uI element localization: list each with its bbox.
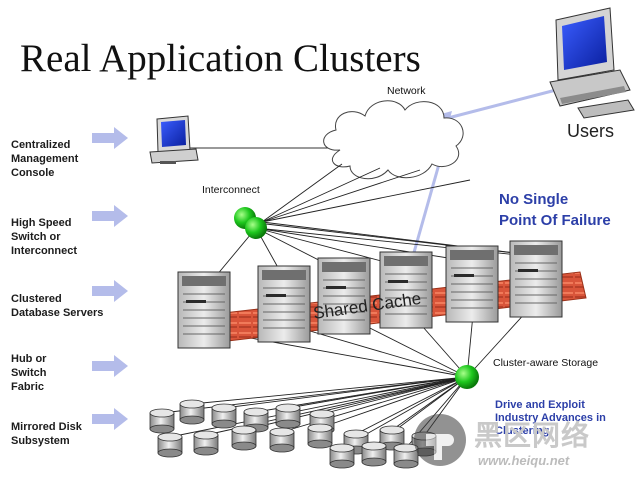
lbl-3-2: Fabric	[11, 381, 45, 393]
disk-icon	[243, 407, 269, 433]
disk-icon	[269, 427, 295, 453]
server-icon	[509, 240, 563, 318]
drive-exploit-note: Drive and Exploit Industry Advances in C…	[495, 399, 606, 438]
lbl-0-0: Centralized	[11, 139, 71, 151]
lbl-4-0: Mirrored Disk	[11, 421, 82, 433]
lbl-1-1: Switch or	[11, 231, 61, 243]
network-switch-icon	[234, 207, 267, 239]
lbl-1-0: High Speed	[11, 217, 72, 229]
server-icon	[257, 265, 311, 343]
disk-icon	[361, 441, 387, 467]
disk-icon	[307, 423, 333, 449]
watermark-text: 黑区网络	[474, 420, 591, 451]
server-icon	[445, 245, 499, 323]
server-icon	[317, 257, 371, 335]
disk-icon	[231, 425, 257, 451]
server-icon	[177, 271, 231, 349]
left-arrows	[92, 127, 128, 430]
cluster-storage-label: Cluster-aware Storage	[493, 357, 599, 369]
watermark-url: www.heiqu.net	[478, 453, 570, 468]
flow-arrows	[411, 88, 557, 257]
drive-line-2: Industry Advances in	[495, 412, 606, 424]
lbl-2-1: Database Servers	[11, 307, 104, 319]
label-management-console: Centralized Management Console	[11, 138, 78, 180]
interconnect-links	[161, 163, 541, 449]
wrench-logo-icon	[414, 414, 466, 466]
lbl-0-2: Console	[11, 167, 55, 179]
users-label: Users	[567, 121, 615, 141]
disk-icon	[193, 430, 219, 456]
server-cluster	[177, 240, 563, 349]
desktop-computer-icon	[149, 115, 199, 164]
disk-icon	[149, 408, 175, 434]
interconnect-label: Interconnect	[202, 184, 260, 196]
lbl-3-0: Hub or	[11, 353, 47, 365]
drive-line-1: Drive and Exploit	[495, 399, 585, 411]
server-icon	[379, 251, 433, 329]
lbl-0-1: Management	[11, 153, 79, 165]
label-database-servers: Clustered Database Servers	[11, 292, 103, 320]
label-hub-switch-fabric: Hub or Switch Fabric	[11, 352, 46, 394]
cloud-icon	[323, 100, 464, 180]
page-title: Real Application Clusters	[20, 37, 421, 80]
lbl-3-1: Switch	[11, 367, 47, 379]
no-single-point-of-failure: No Single Point Of Failure	[499, 189, 611, 231]
disk-icon	[179, 399, 205, 425]
users-computer-icon	[549, 7, 635, 119]
disk-icon	[157, 432, 183, 458]
label-high-speed-switch: High Speed Switch or Interconnect	[11, 216, 77, 258]
nspof-line-2: Point Of Failure	[499, 212, 611, 229]
network-label: Network	[387, 85, 426, 97]
mirrored-disk-array	[149, 399, 437, 469]
drive-line-3: Clustering	[495, 425, 550, 437]
nspof-line-1: No Single	[499, 191, 569, 208]
disk-icon	[275, 403, 301, 429]
disk-icon	[393, 443, 419, 469]
disk-icon	[329, 443, 355, 469]
lbl-1-2: Interconnect	[11, 245, 78, 257]
lbl-4-1: Subsystem	[11, 435, 70, 447]
label-mirrored-disk: Mirrored Disk Subsystem	[11, 420, 82, 448]
lbl-2-0: Clustered	[11, 293, 62, 305]
disk-icon	[211, 403, 237, 429]
storage-hub-icon	[455, 365, 479, 389]
